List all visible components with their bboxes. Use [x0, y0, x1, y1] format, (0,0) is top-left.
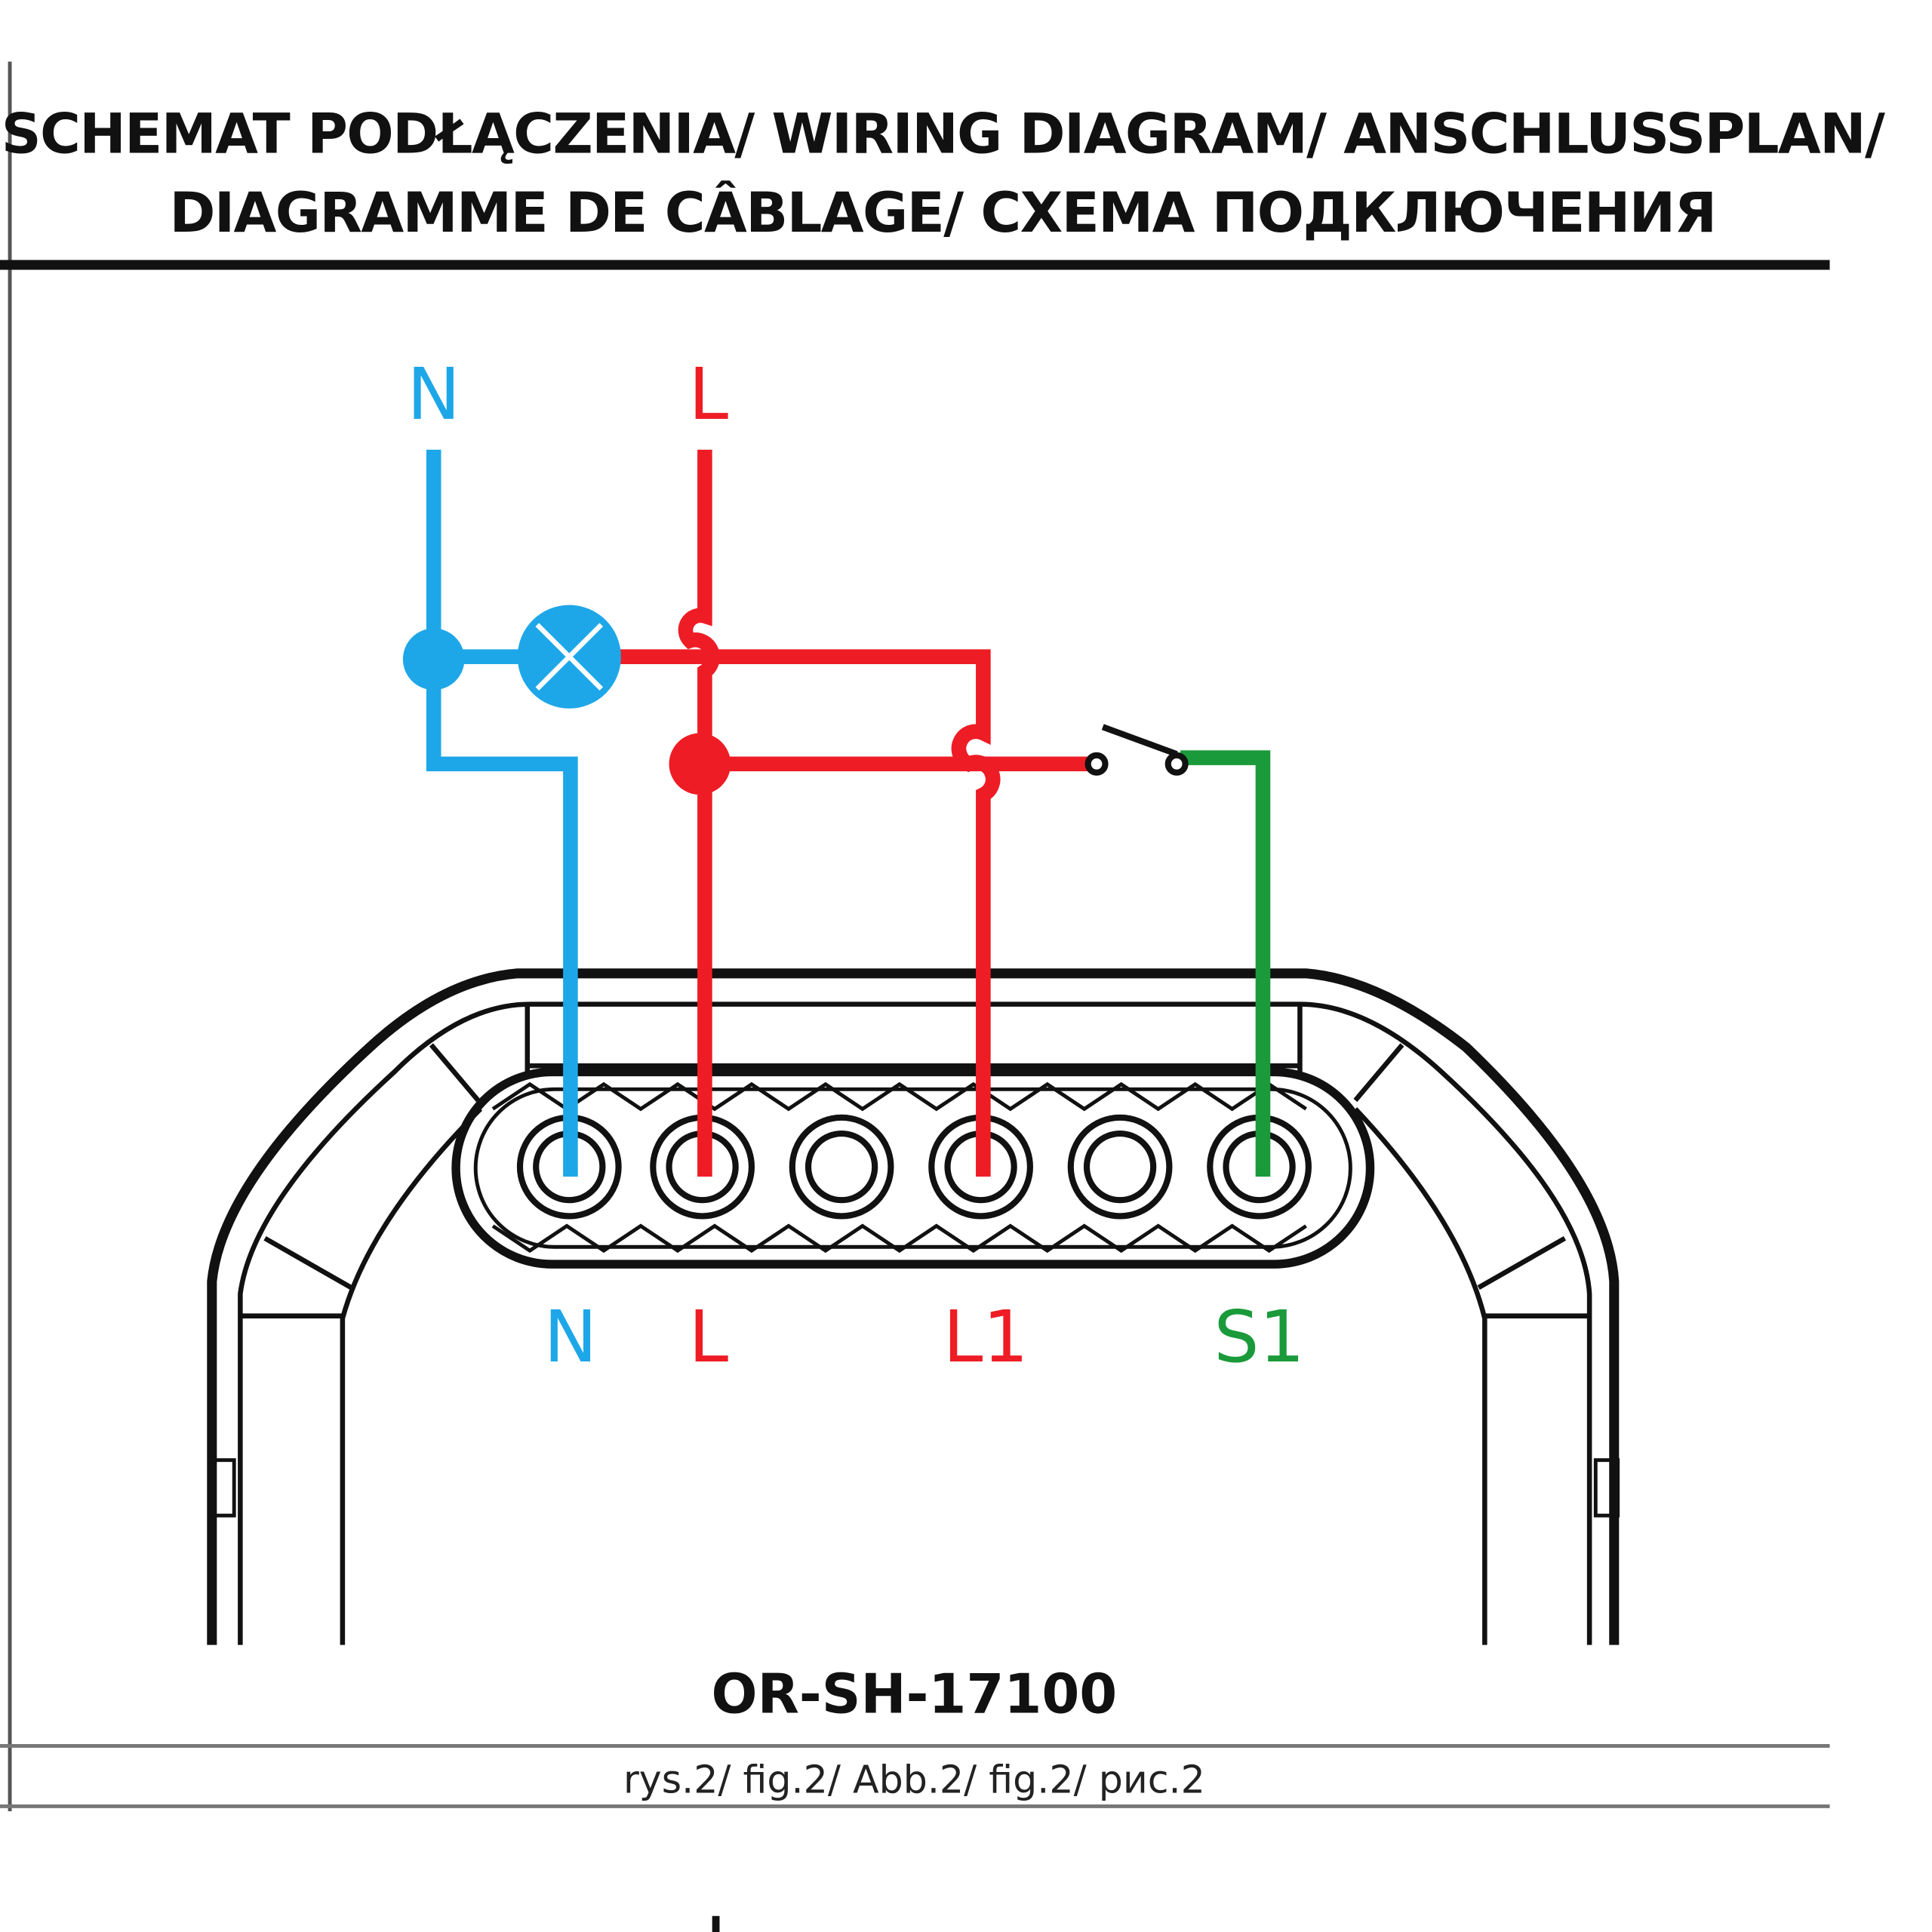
neutral-junction	[402, 628, 465, 691]
terminal-unused-1	[789, 1114, 894, 1220]
title-line-1: SCHEMAT PODŁĄCZENIA/ WIRING DIAGRAM/ ANS…	[2, 102, 1885, 166]
supply-neutral-label: N	[407, 353, 460, 436]
terminal-unused-2	[1067, 1114, 1173, 1220]
supply-live-label: L	[688, 353, 728, 436]
terminal-block	[451, 1067, 1375, 1269]
live-junction	[669, 733, 731, 795]
switch-icon	[1084, 724, 1189, 776]
s1-wire	[1180, 750, 1271, 1177]
terminal-label-l1: L1	[943, 1296, 1029, 1379]
lamp-icon	[517, 605, 621, 709]
terminal-label-s1: S1	[1214, 1296, 1304, 1379]
device-housing	[207, 968, 1620, 1645]
title-line-2: DIAGRAMME DE CÂBLAGE/ СХЕМА ПОДКЛЮЧЕНИЯ	[169, 180, 1715, 245]
cut-off-mark	[712, 1915, 720, 1932]
neutral-wire	[426, 449, 578, 1177]
terminal-label-n: N	[543, 1296, 597, 1379]
model-number: OR-SH-17100	[712, 1662, 1118, 1725]
terminal-label-l: L	[688, 1296, 728, 1379]
figure-caption: rys.2/ fig.2/ Abb.2/ fig.2/ рис.2	[623, 1758, 1205, 1802]
